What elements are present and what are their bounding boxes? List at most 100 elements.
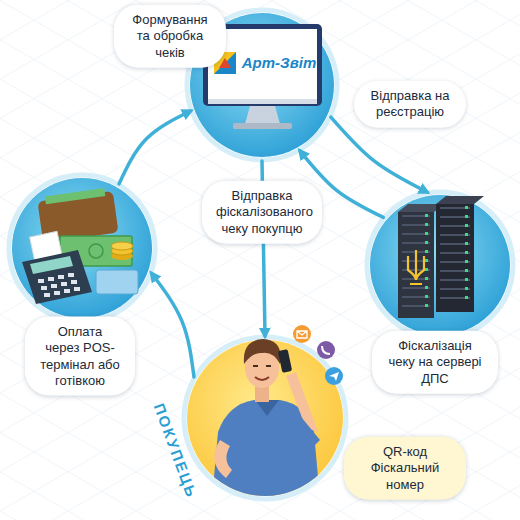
illustration-circle: Фіскалізація чеку на сервері ДПС bbox=[370, 195, 510, 335]
status-led bbox=[425, 259, 428, 262]
edge-label: Відправка на реєстрацію bbox=[354, 81, 466, 128]
circle-fill bbox=[187, 340, 343, 496]
circle-halo bbox=[9, 175, 155, 321]
rack-slot bbox=[440, 288, 470, 290]
status-led bbox=[425, 268, 428, 271]
logo-icon bbox=[219, 58, 231, 68]
messenger-icons bbox=[322, 346, 330, 354]
flow-arrow bbox=[331, 117, 427, 192]
rack-slot bbox=[402, 287, 430, 289]
pos-key bbox=[48, 277, 54, 281]
rack-slot bbox=[440, 270, 470, 272]
pos-key bbox=[51, 284, 57, 288]
monitor-illustration bbox=[233, 123, 292, 129]
status-led bbox=[465, 296, 468, 299]
rack-slot bbox=[440, 225, 470, 227]
rack-slot bbox=[440, 234, 470, 236]
circle-halo bbox=[367, 192, 513, 338]
status-led bbox=[425, 295, 428, 298]
status-led bbox=[465, 224, 468, 227]
rack-slot bbox=[402, 296, 430, 298]
process-label: Формування та обробка чеків bbox=[114, 5, 226, 68]
circle-outline bbox=[370, 195, 510, 335]
server-illustration bbox=[436, 204, 474, 312]
messenger-icons bbox=[329, 372, 339, 381]
rack-slot bbox=[440, 252, 470, 254]
rack-slot bbox=[440, 279, 470, 281]
trident-emblem bbox=[408, 250, 424, 284]
server-illustration bbox=[398, 212, 434, 318]
pos-key bbox=[44, 293, 50, 297]
pos-key bbox=[71, 280, 77, 284]
payment-illustration bbox=[89, 244, 103, 258]
payment-illustration bbox=[96, 270, 138, 294]
rack-slot bbox=[440, 216, 470, 218]
logo-text: Арт-Звіт bbox=[242, 55, 317, 72]
messenger-icons bbox=[293, 325, 311, 343]
messenger-icons bbox=[317, 341, 335, 359]
status-led bbox=[425, 232, 428, 235]
customer-illustration bbox=[214, 440, 232, 478]
circle-outline bbox=[12, 178, 152, 318]
rack-slot bbox=[440, 243, 470, 245]
pos-key bbox=[68, 273, 74, 277]
messenger-icons bbox=[325, 367, 343, 385]
pos-key bbox=[64, 289, 70, 293]
monitor-illustration bbox=[208, 99, 317, 104]
rack-slot bbox=[402, 215, 430, 217]
payment-illustration bbox=[30, 256, 73, 274]
status-led bbox=[465, 278, 468, 281]
customer-illustration bbox=[255, 400, 279, 416]
rack-slot bbox=[402, 233, 430, 235]
status-led bbox=[425, 286, 428, 289]
rack-slot bbox=[402, 242, 430, 244]
status-led bbox=[465, 233, 468, 236]
customer-head bbox=[255, 377, 269, 380]
rack-slot bbox=[402, 224, 430, 226]
flow-arrow bbox=[152, 273, 194, 377]
circle-outline bbox=[187, 340, 343, 496]
illustration-circle: Формування та обробка чеківАрт-Звіт bbox=[190, 13, 334, 157]
server-leds bbox=[402, 206, 470, 307]
status-led bbox=[425, 241, 428, 244]
status-led bbox=[425, 304, 428, 307]
rack-slot bbox=[402, 305, 430, 307]
rack-slot bbox=[440, 297, 470, 299]
customer-head bbox=[253, 365, 271, 367]
status-led bbox=[465, 251, 468, 254]
circle-halo bbox=[184, 337, 346, 499]
process-label: Оплата через POS-термінал або готівкою bbox=[25, 317, 135, 396]
pos-key bbox=[58, 275, 64, 279]
circle-fill bbox=[12, 178, 152, 318]
status-led bbox=[425, 250, 428, 253]
pos-key bbox=[54, 291, 60, 295]
flow-arrow bbox=[119, 111, 191, 184]
result-label: QR-код Фіскальний номер bbox=[344, 437, 466, 500]
status-led bbox=[465, 206, 468, 209]
pos-key bbox=[61, 282, 67, 286]
pos-keypad bbox=[38, 273, 80, 297]
status-led bbox=[425, 223, 428, 226]
pos-key bbox=[74, 287, 80, 291]
status-led bbox=[465, 260, 468, 263]
edge-label: Відправка фіскалізованого чеку покупцю bbox=[202, 181, 322, 244]
status-led bbox=[465, 215, 468, 218]
payment-illustration bbox=[111, 242, 133, 250]
status-led bbox=[465, 242, 468, 245]
status-led bbox=[425, 214, 428, 217]
process-label: Фіскалізація чеку на сервері ДПС bbox=[372, 331, 498, 394]
rack-slot bbox=[440, 207, 470, 209]
circle-fill bbox=[370, 195, 510, 335]
pos-key bbox=[41, 286, 47, 290]
server-illustration bbox=[398, 196, 484, 318]
illustration-circle: Оплата через POS-термінал або готівкою bbox=[12, 178, 152, 318]
illustration-circle: ПОКУПЕЦЬQR-код Фіскальний номер bbox=[187, 340, 343, 496]
monitor-illustration bbox=[245, 106, 280, 124]
rack-slot bbox=[440, 261, 470, 263]
status-led bbox=[425, 277, 428, 280]
pos-key bbox=[38, 279, 44, 283]
status-led bbox=[465, 269, 468, 272]
